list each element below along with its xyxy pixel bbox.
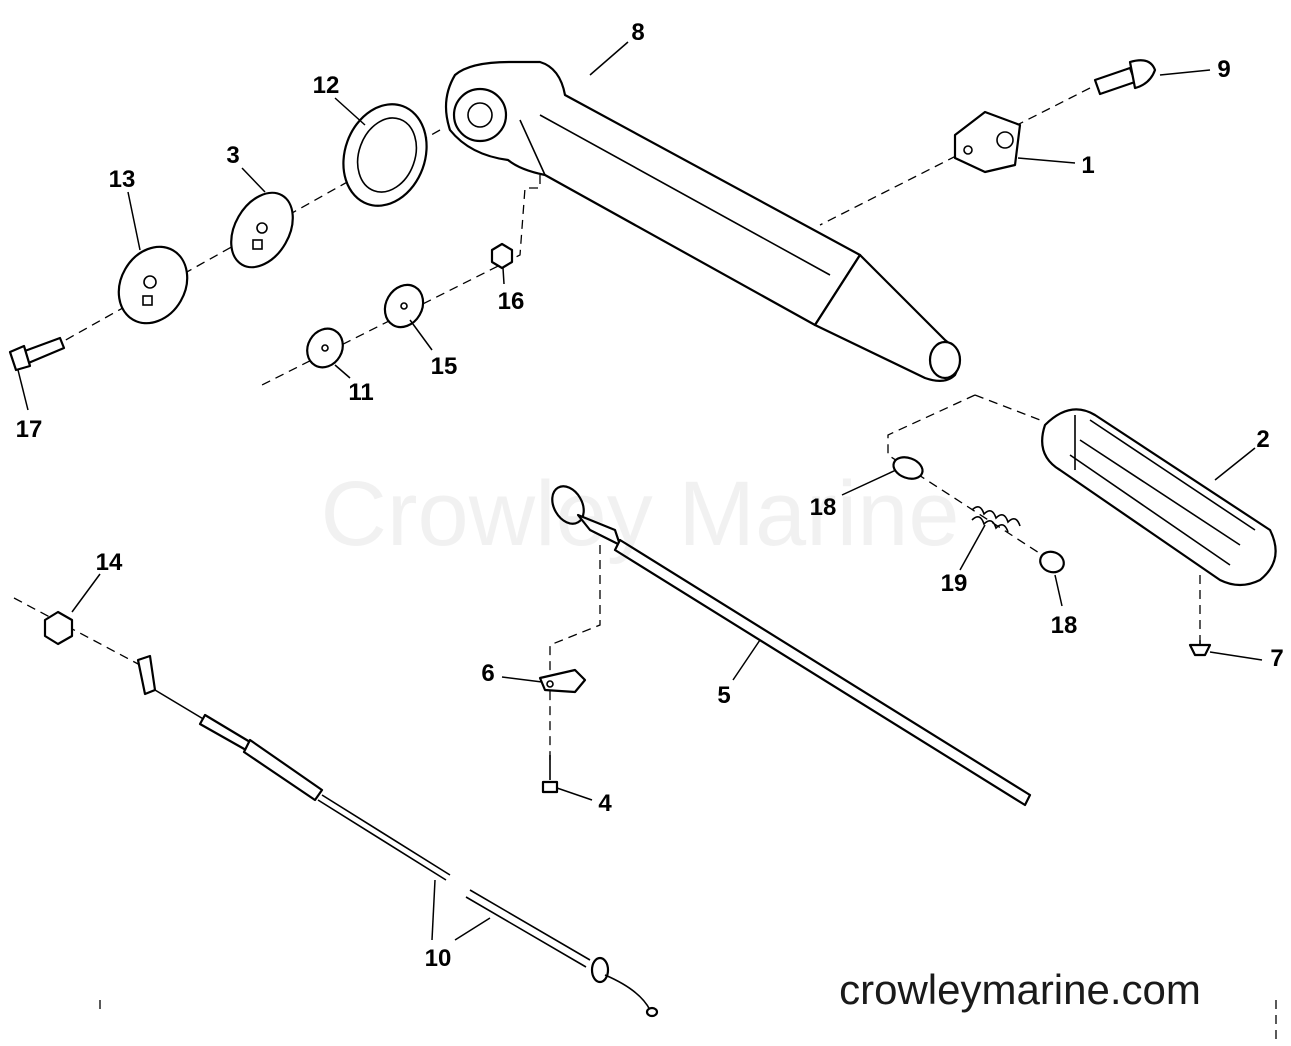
part-18-washer-2: [1039, 550, 1065, 574]
part-7-screw: [1188, 640, 1212, 657]
callout-9: 9: [1217, 56, 1230, 83]
callout-6: 6: [481, 660, 494, 687]
leader-lines: [17, 41, 1263, 941]
part-6-clip: [538, 668, 587, 694]
part-8-tiller-handle: [444, 60, 962, 382]
part-1-bracket: [953, 110, 1022, 174]
part-2-grip: [1041, 408, 1277, 587]
part-14-nut: [43, 610, 74, 646]
part-13-disc: [117, 245, 189, 325]
part-15-washer: [383, 283, 425, 329]
part-18-washer: [892, 456, 924, 480]
callout-2: 2: [1256, 426, 1269, 453]
callout-18b: 18: [1051, 612, 1078, 639]
callout-18: 18: [810, 494, 837, 521]
part-5-shift-rod: [551, 485, 1032, 807]
callout-7: 7: [1270, 645, 1283, 672]
part-11-washer: [306, 327, 344, 369]
callout-17: 17: [16, 416, 43, 443]
part-19-spring: [971, 506, 1021, 533]
callout-8: 8: [631, 19, 644, 46]
callout-12: 12: [313, 72, 340, 99]
part-9-screw: [1093, 59, 1157, 96]
part-12-ring: [342, 103, 428, 207]
callout-14: 14: [96, 549, 123, 576]
part-3-plate: [230, 191, 294, 269]
part-10-cable: [136, 654, 659, 1018]
callout-16: 16: [498, 288, 525, 315]
callout-19: 19: [941, 570, 968, 597]
callout-4: 4: [598, 790, 612, 817]
callout-13: 13: [109, 166, 136, 193]
callout-3: 3: [226, 142, 239, 169]
callout-15: 15: [431, 353, 458, 380]
site-url: crowleymarine.com: [839, 966, 1201, 1013]
callout-10: 10: [425, 945, 452, 972]
callout-5: 5: [717, 682, 730, 709]
callout-numbers: 8 9 1 12 3 13 16 15 11 17 2 18 19 18 7 1…: [16, 19, 1284, 972]
part-4-screw: [541, 755, 559, 794]
watermark: Crowley Marine: [320, 463, 959, 565]
part-17-bolt: [8, 336, 66, 372]
callout-11: 11: [348, 379, 373, 406]
callout-1: 1: [1081, 152, 1094, 179]
part-16-nut: [490, 242, 514, 270]
